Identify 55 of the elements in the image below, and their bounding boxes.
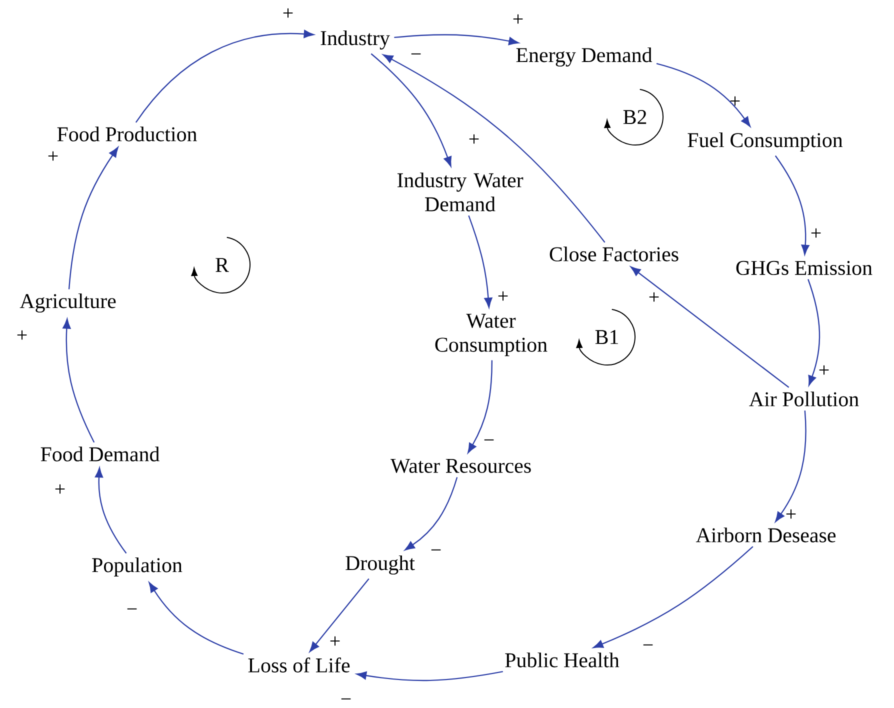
polarity-sign: + (498, 291, 508, 301)
variable-label: Food Demand (40, 446, 160, 462)
polarity-sign: − (341, 698, 351, 700)
polarity-sign: + (283, 8, 293, 18)
variable-label: Air Pollution (749, 392, 859, 406)
polarity-sign: − (431, 549, 441, 550)
variable-label: Water Resources (390, 458, 531, 474)
arrow (309, 578, 370, 652)
arrow (404, 477, 458, 550)
arrow (382, 54, 606, 243)
variable-label: Energy Demand (516, 47, 652, 67)
arrow (656, 62, 751, 127)
polarity-sign: + (730, 96, 740, 106)
polarity-sign: − (643, 644, 653, 646)
arrow (356, 670, 503, 682)
arrow (774, 155, 810, 255)
variable-label: Food Production (57, 126, 197, 142)
variable-label: Industry Water Demand (397, 172, 524, 212)
polarity-sign: + (811, 228, 821, 238)
polarity-sign: + (649, 292, 659, 302)
arrow (135, 30, 314, 123)
variable-label: Population (92, 557, 182, 577)
arrow (775, 410, 806, 522)
arrow (808, 279, 820, 386)
polarity-sign: + (469, 134, 479, 144)
variable-label: Close Factories (550, 246, 678, 262)
variable-label: Agriculture (20, 293, 116, 313)
variable-label: Water Consumption (435, 314, 548, 356)
arrow (630, 266, 790, 388)
variable-label: Loss of Life (248, 658, 350, 672)
variable-label: Drought (346, 555, 415, 575)
arrow (68, 147, 118, 290)
polarity-sign: − (127, 608, 137, 610)
polarity-sign: − (411, 53, 421, 54)
polarity-sign: + (55, 484, 65, 494)
arrow (468, 360, 493, 454)
arrow (370, 53, 452, 167)
polarity-sign: + (513, 14, 523, 24)
arrow (593, 546, 754, 648)
arrow (62, 318, 95, 443)
arrow (94, 467, 127, 554)
arrow (394, 34, 519, 46)
variable-label: Fuel Consumption (688, 132, 843, 152)
arrow (468, 215, 492, 308)
polarity-sign: + (48, 151, 58, 161)
variable-label: Public Health (505, 652, 620, 668)
polarity-sign: + (819, 365, 829, 375)
variable-label: GHGs Emission (736, 260, 872, 276)
arrow (148, 582, 244, 655)
polarity-sign: + (330, 636, 340, 646)
polarity-sign: + (17, 330, 27, 340)
polarity-sign: + (786, 509, 796, 519)
polarity-sign: − (484, 439, 494, 440)
variable-label: Industry (320, 30, 390, 50)
variable-label: Airborn Desease (696, 528, 836, 542)
